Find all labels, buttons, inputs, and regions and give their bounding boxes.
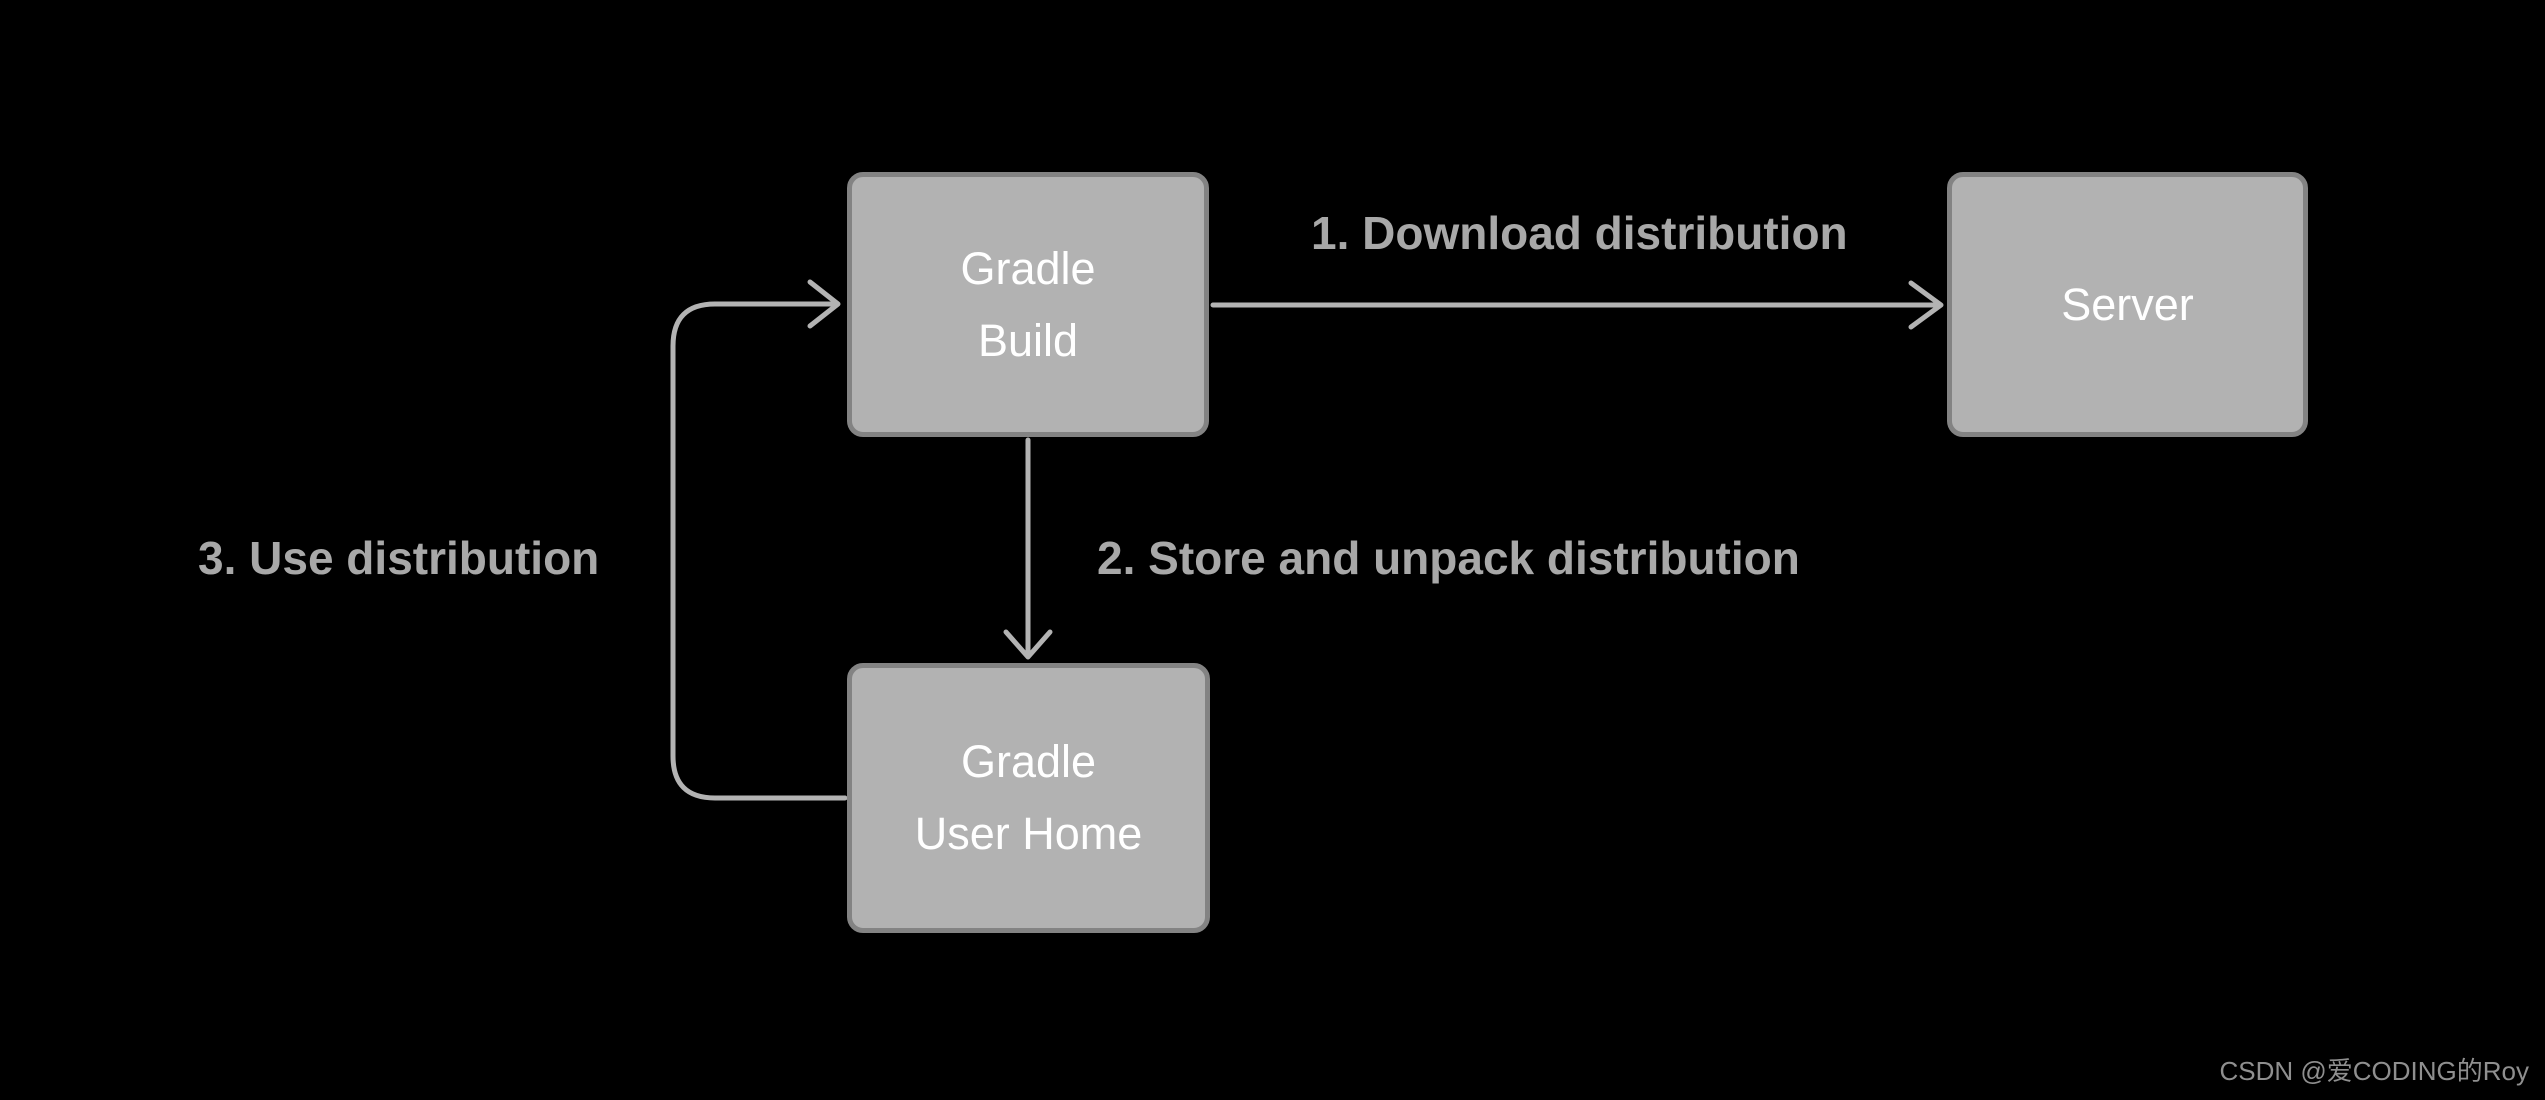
use-arrow bbox=[670, 279, 848, 801]
download-distribution-label: 1. Download distribution bbox=[1311, 207, 1848, 259]
gradle-user-home-label-line2: User Home bbox=[914, 808, 1143, 859]
download-arrow bbox=[1210, 280, 1944, 330]
gradle-user-home-node: Gradle User Home bbox=[847, 663, 1210, 933]
store-unpack-distribution-label: 2. Store and unpack distribution bbox=[1097, 532, 1800, 584]
server-label: Server bbox=[2061, 278, 2194, 330]
server-node: Server bbox=[1947, 172, 2308, 437]
gradle-build-label-line1: Gradle bbox=[960, 242, 1096, 294]
csdn-watermark: CSDN @爱CODING的Roy bbox=[2219, 1056, 2529, 1086]
gradle-build-label-line2: Build bbox=[977, 314, 1079, 366]
gradle-user-home-label-line1: Gradle bbox=[960, 736, 1097, 787]
gradle-build-node: Gradle Build bbox=[847, 172, 1209, 437]
store-unpack-arrow bbox=[1003, 437, 1053, 660]
use-distribution-label: 3. Use distribution bbox=[198, 532, 600, 584]
